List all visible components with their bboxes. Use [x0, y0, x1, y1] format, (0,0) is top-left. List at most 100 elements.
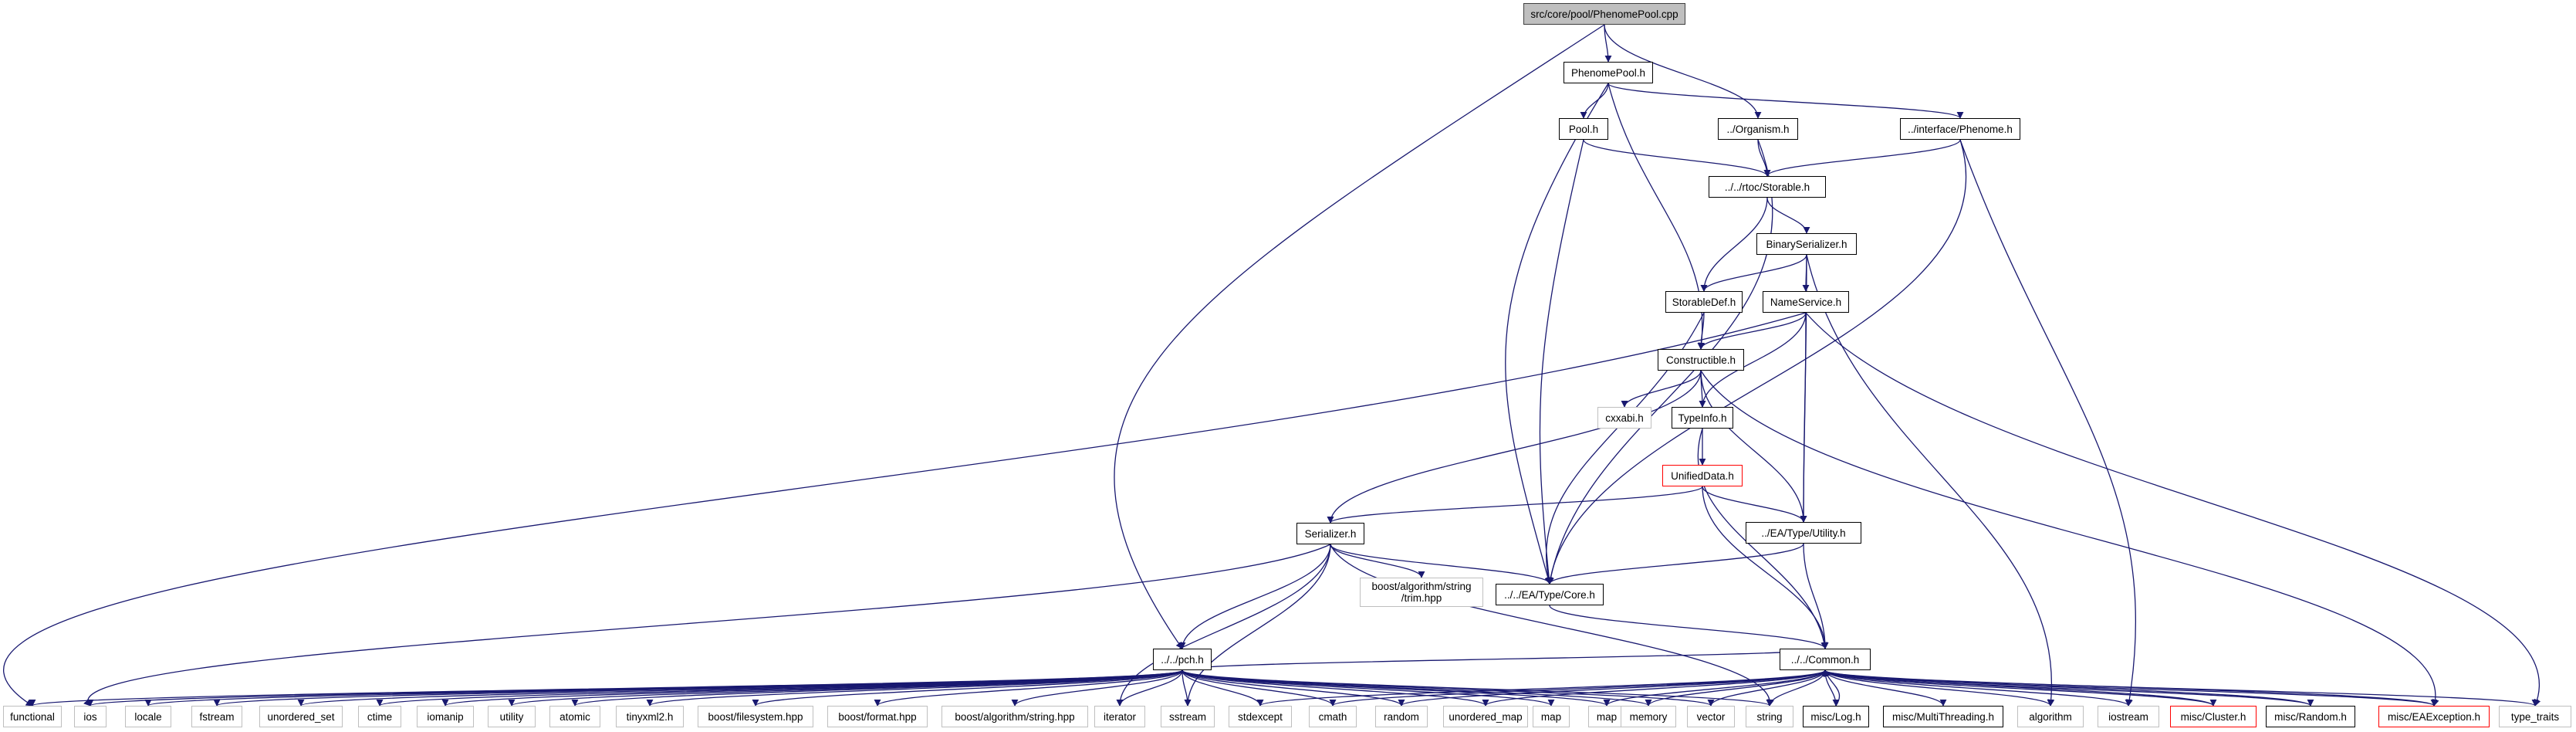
node-atomic: atomic	[549, 706, 600, 727]
edge-serializer-h-to-string-main	[1330, 544, 1774, 707]
edge-pch-h-to-cmath	[1182, 669, 1337, 707]
node-string-main: string	[1746, 706, 1793, 727]
edge-common-h-to-vector	[1707, 669, 1826, 707]
node-iterator: iterator	[1094, 706, 1145, 727]
edge-ea-type-utility-h-to-common-h	[1803, 543, 1829, 649]
node-iomanip: iomanip	[417, 706, 474, 727]
boost-trim-line1: boost/algorithm/string	[1371, 581, 1472, 592]
edge-pch-h-to-boost-format-hpp	[874, 669, 1183, 707]
node-common-h[interactable]: ../../Common.h	[1780, 649, 1871, 670]
edge-ea-type-core-h-to-common-h	[1549, 605, 1829, 649]
edge-pch-h-to-random	[1182, 669, 1405, 707]
node-binaryserializer-h[interactable]: BinarySerializer.h	[1756, 233, 1857, 255]
edge-phenomepool-cpp-to-organism-h	[1604, 24, 1762, 119]
edge-common-h-to-iostream	[1824, 669, 2132, 707]
node-nameservice-h[interactable]: NameService.h	[1763, 291, 1849, 313]
edge-pch-h-to-sstream	[1182, 669, 1192, 707]
edge-unifieddata-h-to-serializer-h	[1327, 486, 1703, 524]
edge-binaryserializer-h-to-algorithm	[1806, 254, 2055, 707]
node-boost-algorithm-string-hpp: boost/algorithm/string.hpp	[941, 706, 1088, 727]
edge-serializer-h-to-pch-h	[1178, 544, 1331, 649]
edge-constructible-h-to-cxxabi-h	[1621, 370, 1702, 408]
edge-phenomepool-cpp-to-pch-h	[1114, 24, 1605, 649]
edge-constructible-h-to-misc-eaexception-h	[1700, 370, 2439, 707]
node-cmath: cmath	[1309, 706, 1357, 727]
node-storabledef-h[interactable]: StorableDef.h	[1665, 291, 1743, 313]
edge-ea-type-utility-h-to-ea-type-core-h	[1546, 543, 1804, 585]
edge-serializer-h-to-ea-type-core-h	[1330, 544, 1553, 585]
edge-phenomepool-h-to-pool-h	[1580, 83, 1609, 119]
node-misc-eaexception-h[interactable]: misc/EAException.h	[2378, 706, 2490, 727]
edge-serializer-h-to-boost-trim-hpp	[1330, 544, 1425, 578]
edge-constructible-h-to-serializer-h	[1327, 370, 1702, 524]
node-type-traits: type_traits	[2499, 706, 2571, 727]
node-misc-random-h[interactable]: misc/Random.h	[2266, 706, 2355, 727]
node-algorithm: algorithm	[2017, 706, 2084, 727]
node-unordered-map: unordered_map	[1443, 706, 1528, 727]
node-unordered-set: unordered_set	[259, 706, 343, 727]
edge-pool-h-to-storable-h	[1583, 139, 1771, 177]
edge-nameservice-h-to-functional	[3, 312, 1807, 707]
edge-pch-h-to-tinyxml2-h	[646, 669, 1183, 707]
node-functional: functional	[3, 706, 62, 727]
node-storable-h[interactable]: ../../rtoc/Storable.h	[1709, 176, 1826, 198]
edge-storable-h-to-binaryserializer-h	[1766, 197, 1810, 234]
edge-misc-cluster-h-to-common-h	[1821, 669, 2214, 707]
edge-serializer-h-to-ios	[83, 544, 1331, 707]
edge-pch-h-to-boost-filesystem-hpp	[752, 669, 1183, 707]
edge-pch-h-to-common-h	[1182, 648, 1828, 671]
node-serializer-h[interactable]: Serializer.h	[1296, 523, 1364, 544]
node-misc-log-h[interactable]: misc/Log.h	[1803, 706, 1869, 727]
edge-nameservice-h-to-ea-type-utility-h	[1800, 312, 1807, 523]
node-map-2: map	[1588, 706, 1625, 727]
node-map-1: map	[1533, 706, 1570, 727]
edge-pch-h-to-iterator	[1116, 669, 1183, 707]
node-phenomepool-cpp[interactable]: src/core/pool/PhenomePool.cpp	[1523, 3, 1685, 25]
node-misc-cluster-h[interactable]: misc/Cluster.h	[2170, 706, 2257, 727]
edge-binaryserializer-h-to-storabledef-h	[1700, 254, 1807, 292]
edge-phenomepool-h-to-ea-type-core-h	[1505, 83, 1609, 585]
edge-storable-h-to-storabledef-h	[1700, 197, 1768, 292]
node-constructible-h[interactable]: Constructible.h	[1658, 349, 1744, 371]
edge-misc-eaexception-h-to-common-h	[1821, 669, 2435, 707]
node-ea-type-utility-h[interactable]: ../EA/Type/Utility.h	[1746, 522, 1861, 544]
edge-pch-h-to-string-main	[1182, 669, 1773, 707]
edge-common-h-to-memory	[1645, 669, 1826, 707]
node-ctime: ctime	[358, 706, 401, 727]
edge-pool-h-to-ea-type-core-h	[1539, 139, 1584, 585]
node-memory: memory	[1621, 706, 1676, 727]
node-random: random	[1375, 706, 1428, 727]
node-typeinfo-h[interactable]: TypeInfo.h	[1672, 407, 1733, 429]
node-phenomepool-h[interactable]: PhenomePool.h	[1564, 62, 1653, 83]
edge-common-h-to-map-2	[1603, 669, 1826, 707]
node-misc-multithreading-h[interactable]: misc/MultiThreading.h	[1883, 706, 2003, 727]
node-locale: locale	[125, 706, 171, 727]
node-organism-h[interactable]: ../Organism.h	[1718, 118, 1798, 140]
edge-interface-phenome-h-to-ea-type-core-h	[1547, 139, 1967, 585]
node-pch-h[interactable]: ../../pch.h	[1153, 649, 1212, 670]
node-boost-filesystem-hpp: boost/filesystem.hpp	[698, 706, 813, 727]
node-stdexcept: stdexcept	[1229, 706, 1292, 727]
node-unifieddata-h[interactable]: UnifiedData.h	[1662, 465, 1743, 486]
edge-pch-h-to-map-1	[1182, 669, 1555, 707]
node-pool-h[interactable]: Pool.h	[1559, 118, 1608, 140]
edge-phenomepool-h-to-interface-phenome-h	[1607, 83, 1964, 119]
edge-unifieddata-h-to-common-h	[1702, 486, 1829, 649]
node-interface-phenome-h[interactable]: ../interface/Phenome.h	[1900, 118, 2020, 140]
edge-unifieddata-h-to-ea-type-utility-h	[1702, 486, 1807, 523]
edge-pch-h-to-unordered-map	[1182, 669, 1489, 707]
node-fstream: fstream	[191, 706, 242, 727]
node-utility: utility	[488, 706, 536, 727]
edge-common-h-to-unordered-map	[1482, 669, 1826, 707]
edge-misc-random-h-to-common-h	[1821, 669, 2311, 707]
node-ea-type-core-h[interactable]: ../../EA/Type/Core.h	[1496, 584, 1604, 605]
node-iostream: iostream	[2098, 706, 2159, 727]
edge-serializer-h-to-sstream	[1184, 544, 1331, 707]
node-sstream: sstream	[1161, 706, 1215, 727]
edge-interface-phenome-h-to-storable-h	[1763, 139, 1961, 177]
node-ios: ios	[74, 706, 106, 727]
node-cxxabi-h: cxxabi.h	[1597, 407, 1651, 429]
edge-nameservice-h-to-constructible-h	[1697, 312, 1807, 350]
edge-common-h-to-misc-random-h	[1824, 669, 2314, 707]
